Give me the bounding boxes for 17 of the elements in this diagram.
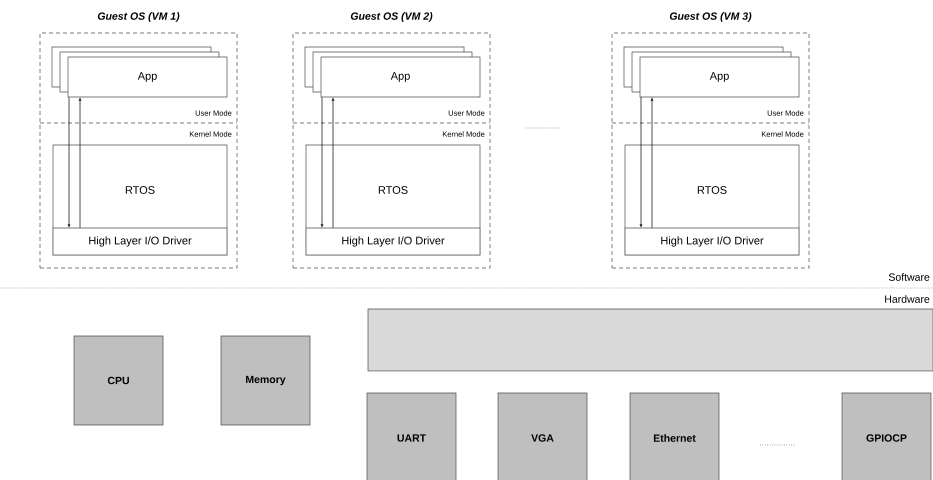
driver-box: High Layer I/O Driver <box>52 228 228 256</box>
layer-label: Software <box>888 273 930 281</box>
hardware-box: VGA <box>498 392 588 480</box>
app-stack: App <box>52 46 228 98</box>
hardware-box: UART <box>366 392 456 480</box>
app-stack: App <box>304 46 480 98</box>
hardware-box: CPU <box>74 336 164 426</box>
driver-box: High Layer I/O Driver <box>306 228 480 256</box>
driver-box: High Layer I/O Driver <box>624 228 800 256</box>
vm-title: Guest OS (VM 3) <box>670 12 752 22</box>
hardware-box: Memory <box>220 336 310 426</box>
vm-title: Guest OS (VM 1) <box>98 12 180 22</box>
hardware-box: GPIOCP <box>842 392 932 480</box>
vm-title: Guest OS (VM 2) <box>350 12 432 22</box>
hardware-box: Ethernet <box>630 392 720 480</box>
hypervisor-bar <box>368 308 933 372</box>
app-stack: App <box>624 46 800 98</box>
